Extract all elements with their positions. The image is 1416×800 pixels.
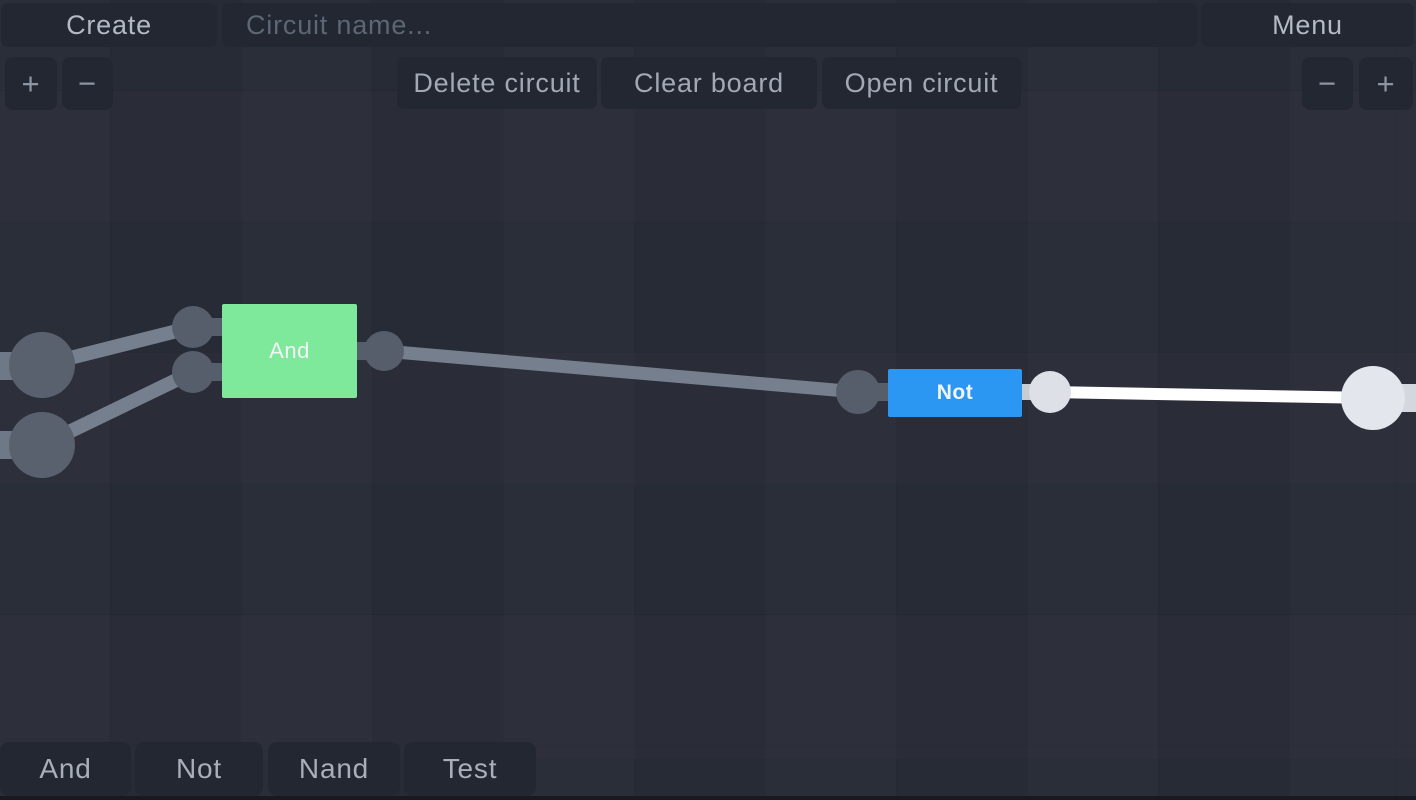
palette-item-not[interactable]: Not [135,742,263,796]
plus-icon: + [1376,65,1396,101]
circuit-name-input[interactable] [222,3,1197,47]
open-circuit-button[interactable]: Open circuit [822,57,1021,109]
open-circuit-label: Open circuit [844,67,999,98]
zoom-out-left-button[interactable]: − [62,57,113,110]
circuit-input-pin-1[interactable] [9,332,75,398]
wire-and-to-not[interactable] [377,344,865,399]
and-input-node-2[interactable] [172,351,214,393]
not-output-node[interactable] [1029,371,1071,413]
palette-not-label: Not [176,753,222,784]
palette-item-nand[interactable]: Nand [268,742,400,796]
and-input-node-1[interactable] [172,306,214,348]
zoom-in-left-button[interactable]: + [5,57,57,110]
palette-item-test[interactable]: Test [404,742,536,796]
delete-circuit-label: Delete circuit [413,67,581,98]
create-button[interactable]: Create [1,3,217,47]
minus-icon: − [1318,65,1337,101]
circuit-output-pin[interactable] [1341,366,1405,430]
bottom-edge-strip [0,796,1416,800]
palette-item-and[interactable]: And [0,742,131,796]
not-gate[interactable]: Not [888,369,1022,417]
clear-board-label: Clear board [634,67,784,98]
circuit-input-pin-2[interactable] [9,412,75,478]
plus-icon: + [21,65,41,101]
not-gate-label: Not [936,381,974,404]
wire-not-to-output[interactable] [1044,386,1379,404]
create-button-label: Create [66,9,152,40]
palette-and-label: And [39,753,92,784]
and-gate[interactable]: And [222,304,357,398]
menu-button[interactable]: Menu [1201,3,1414,47]
palette-test-label: Test [442,753,498,784]
menu-button-label: Menu [1272,9,1343,40]
zoom-in-right-button[interactable]: + [1359,57,1413,110]
not-input-node[interactable] [836,370,880,414]
clear-board-button[interactable]: Clear board [601,57,817,109]
and-output-node[interactable] [364,331,404,371]
zoom-out-right-button[interactable]: − [1302,57,1353,110]
palette-nand-label: Nand [298,753,370,784]
and-gate-label: And [269,338,310,363]
delete-circuit-button[interactable]: Delete circuit [397,57,597,109]
minus-icon: − [78,65,97,101]
